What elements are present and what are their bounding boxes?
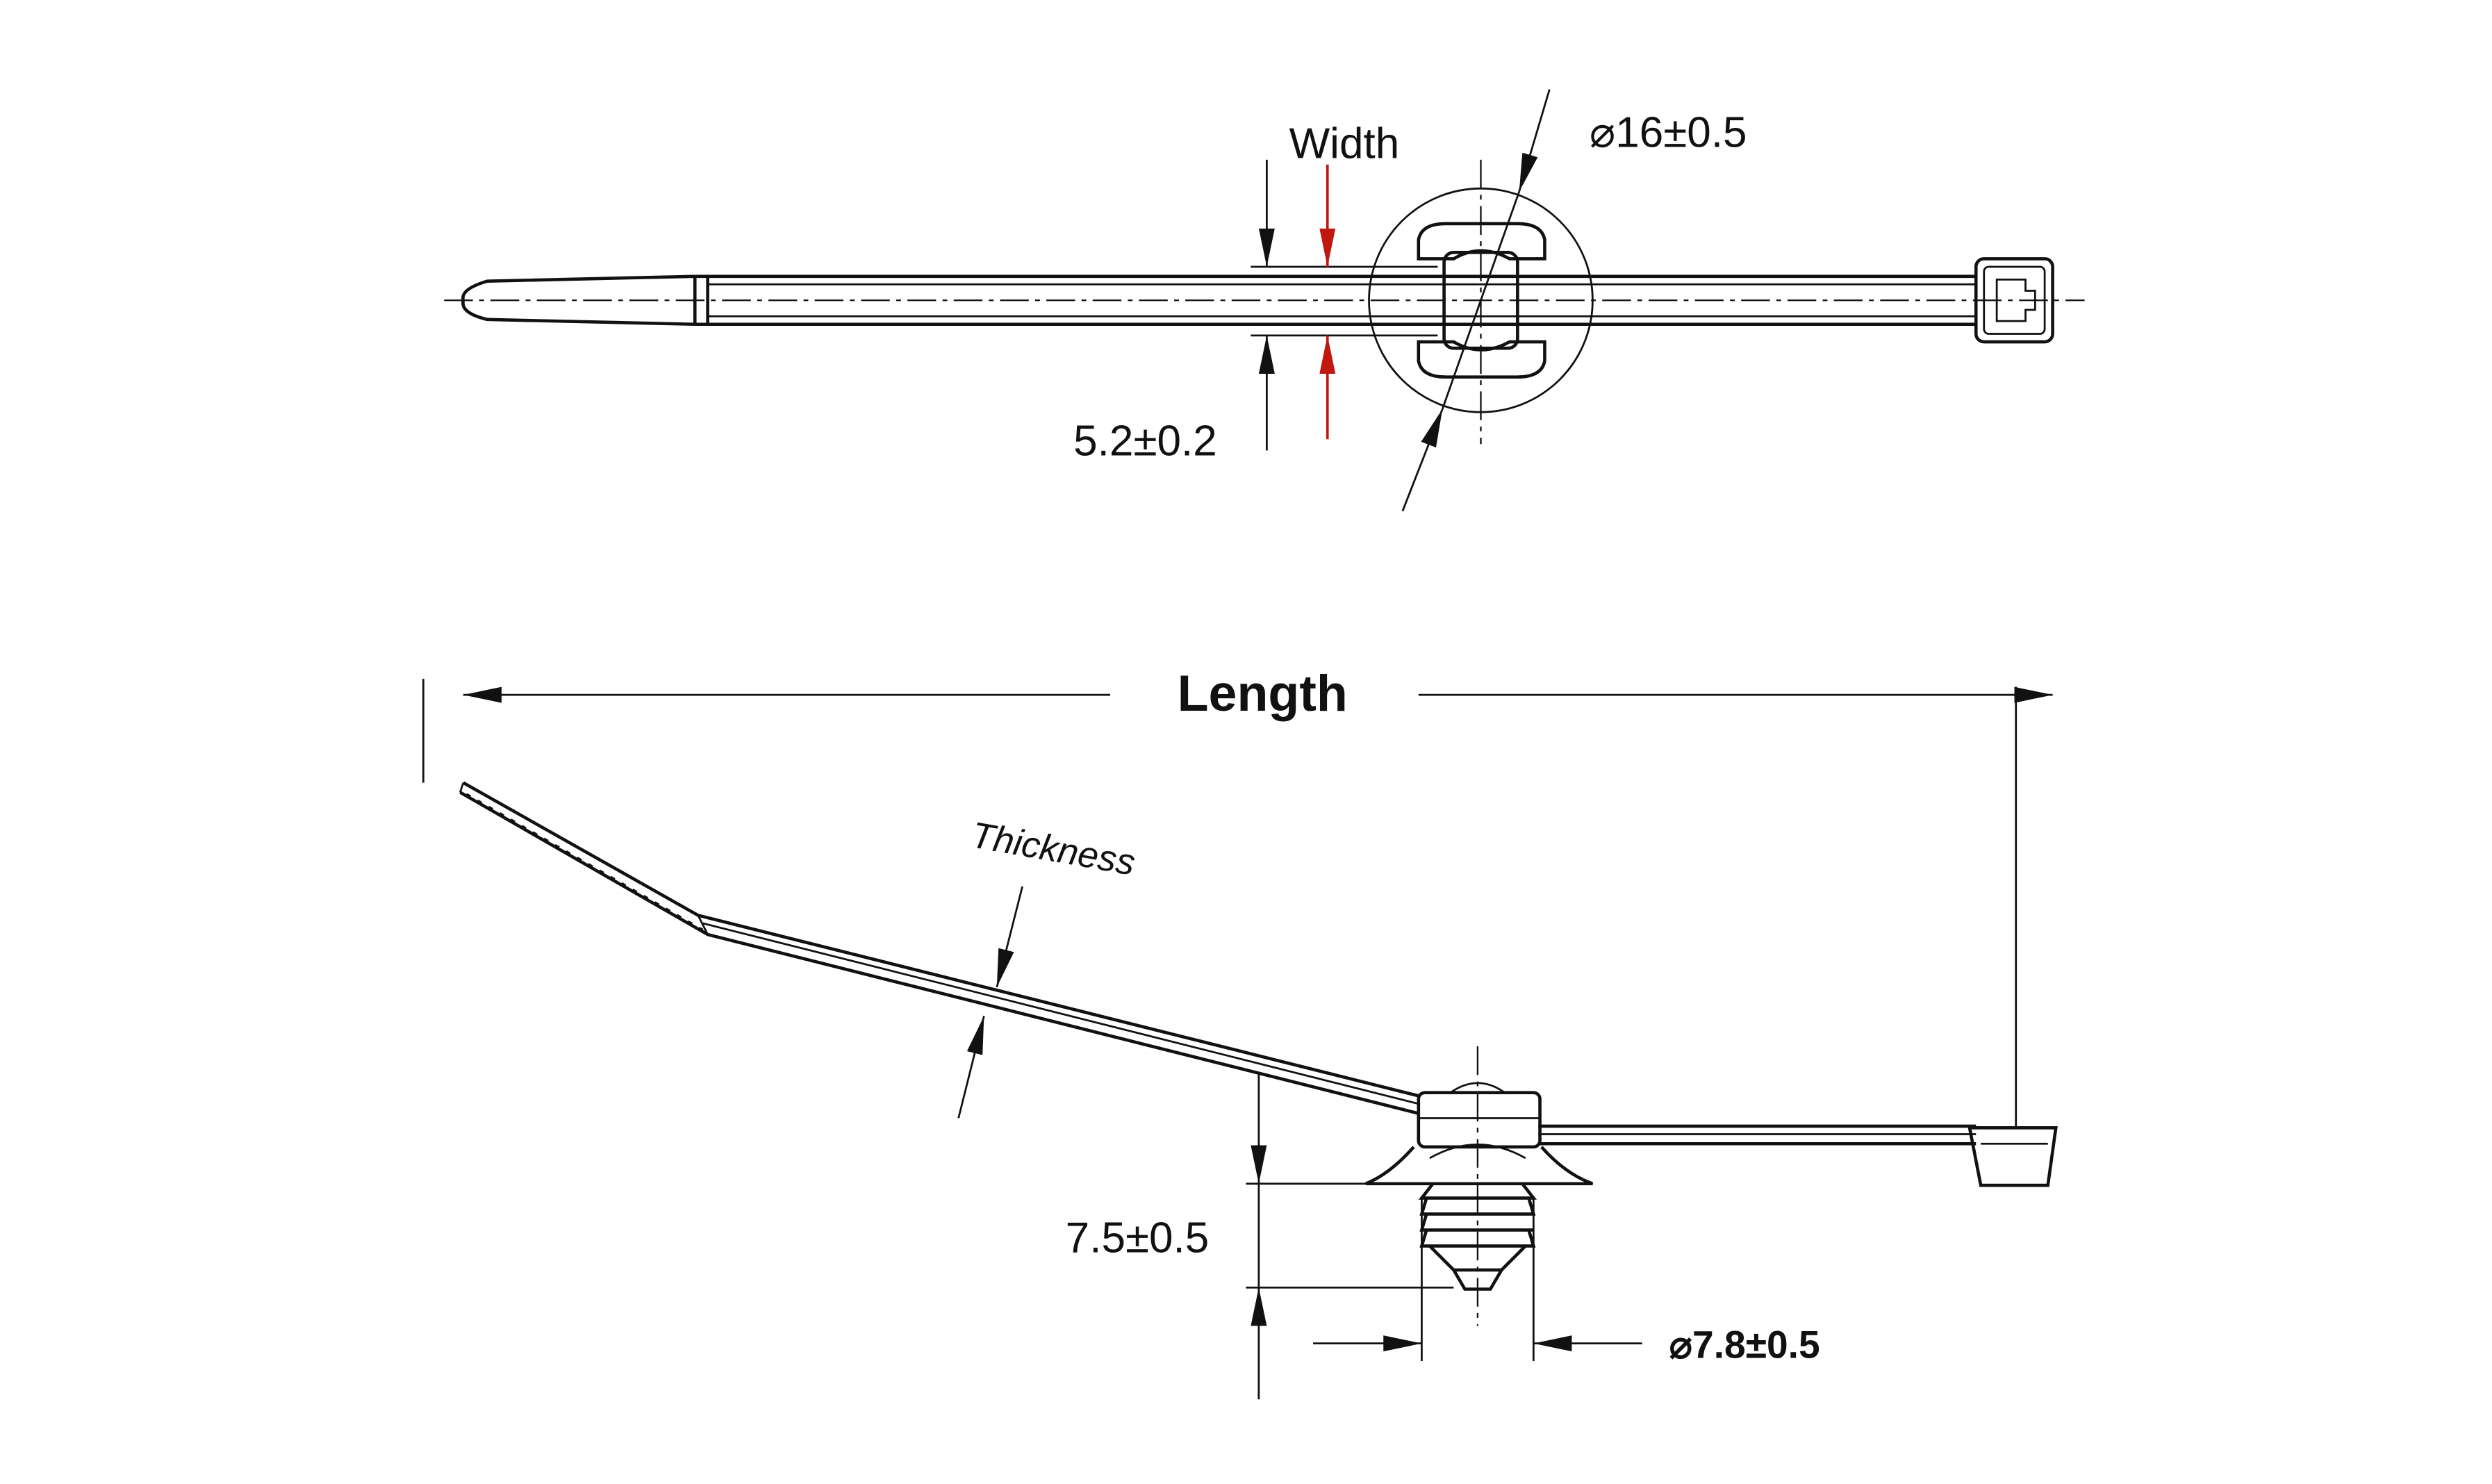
- mount-disc-side: [1365, 1146, 1594, 1186]
- width-label: Width: [1289, 120, 1400, 168]
- pin-diameter-dimension: ⌀7.8±0.5: [1669, 1323, 1820, 1366]
- side-view: Length 7.5±0.5 ⌀7.8±0.5 Thickness: [422, 664, 2058, 1400]
- strap-body: [695, 274, 1977, 327]
- strap-tip: [461, 274, 695, 327]
- tie-head-side: [1967, 1126, 2058, 1187]
- strap-side: [459, 781, 1419, 1115]
- height-dimension: 7.5±0.5: [1066, 1214, 1210, 1262]
- head-diameter-dimension: ⌀16±0.5: [1590, 109, 1747, 157]
- mount-pin-ribs: [1418, 1182, 1537, 1291]
- strap-width-dimension: 5.2±0.2: [1073, 417, 1217, 465]
- length-label: Length: [1178, 664, 1348, 722]
- top-view: Width 5.2±0.2 ⌀16±0.5: [444, 89, 2085, 512]
- thickness-label: Thickness: [968, 814, 1139, 883]
- tie-head: [1974, 257, 2054, 344]
- mount-cap: [1417, 1091, 1542, 1149]
